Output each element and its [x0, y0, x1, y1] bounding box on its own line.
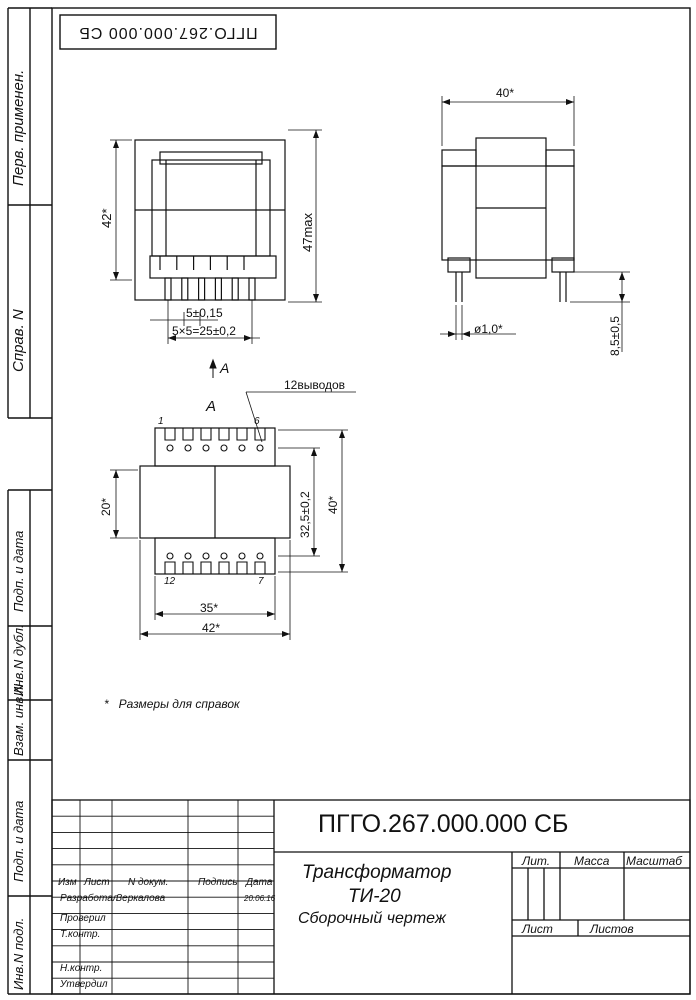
dim-pin-diameter: ø1,0* [474, 322, 503, 336]
front-pin [181, 277, 189, 301]
dim-side-width: 40* [496, 86, 515, 100]
tb-header-data: Дата [246, 877, 273, 888]
top-stamp: ПГГО.267.000.000 СБ [78, 24, 258, 41]
pin-number-7: 7 [258, 576, 264, 587]
view-arrow-label: A [220, 360, 230, 376]
view-a-title: A [206, 398, 217, 415]
tb-massa-label: Масса [574, 854, 610, 868]
dim-bottom-height-mid: 32,5±0,2 [298, 491, 312, 538]
tb-header-podpis: Подпись [198, 877, 238, 888]
tb-nkontr-label: Н.контр. [60, 963, 103, 974]
front-pin [214, 277, 222, 301]
tb-razrab-name: Зеркалова [116, 893, 166, 904]
tb-header-ndokum: N докум. [128, 877, 169, 888]
dim-bottom-width-42: 42* [202, 621, 221, 635]
tb-tkontr-label: Т.контр. [60, 929, 101, 940]
pin-hole [184, 444, 192, 452]
tb-razrab-date: 20.06.16 [244, 894, 276, 903]
side-label-inv-podl: Инв.N подл. [11, 917, 26, 990]
side-label-sprav-n: Справ. N [10, 309, 27, 372]
dim-front-left-height: 42* [99, 208, 114, 228]
tb-masshtab-label: Масштаб [626, 854, 683, 868]
side-label-podp-data-1: Подп. и дата [11, 530, 26, 612]
dim-pitch: 5±0,15 [186, 306, 223, 320]
pin-number-12: 12 [164, 576, 176, 587]
front-pin [248, 277, 256, 301]
pin-hole [256, 552, 264, 560]
pin-hole [202, 444, 210, 452]
dim-pin-length: 8,5±0,5 [608, 316, 622, 356]
dim-bottom-height-left: 20* [99, 497, 113, 516]
tb-header-list: Лист [84, 877, 110, 888]
side-label-perv-primen: Перв. применен. [10, 69, 27, 186]
pin-hole [220, 552, 228, 560]
tb-designation: ПГГО.267.000.000 СБ [318, 810, 569, 838]
tb-lit-label: Лит. [522, 854, 551, 868]
side-label-vzam-inv: Взам. инв.N [11, 683, 26, 756]
dim-front-right-height: 47max [300, 212, 315, 252]
front-pin [164, 277, 172, 301]
pin-hole [220, 444, 228, 452]
pin-hole [238, 444, 246, 452]
tb-listov-label: Листов [590, 922, 634, 936]
tb-list-label: Лист [522, 922, 553, 936]
pin-hole [184, 552, 192, 560]
tb-header-izm: Изм [58, 877, 77, 888]
tb-proveril-label: Проверил [60, 913, 106, 924]
pin-hole [256, 444, 264, 452]
tb-utverdil-label: Утвердил [60, 979, 108, 990]
pin-hole [238, 552, 246, 560]
tb-name-line1: Трансформатор [302, 862, 452, 883]
pins-count-label: 12выводов [284, 378, 346, 392]
pin-number-6: 6 [254, 416, 260, 427]
pin-number-1: 1 [158, 416, 164, 427]
tb-razrab-label: Разработал [60, 893, 119, 904]
tb-name-line3: Сборочный чертеж [298, 910, 446, 927]
side-label-podp-data-2: Подп. и дата [11, 800, 26, 882]
pin-hole [202, 552, 210, 560]
front-pin [198, 277, 206, 301]
dim-bottom-width-35: 35* [200, 601, 219, 615]
dim-pitch-total: 5×5=25±0,2 [172, 324, 236, 338]
reference-note: * Размеры для справок [104, 697, 240, 711]
front-pin [231, 277, 239, 301]
pin-hole [166, 444, 174, 452]
pin-hole [166, 552, 174, 560]
tb-name-line2: ТИ-20 [348, 886, 401, 907]
dim-bottom-height-right: 40* [326, 495, 340, 514]
